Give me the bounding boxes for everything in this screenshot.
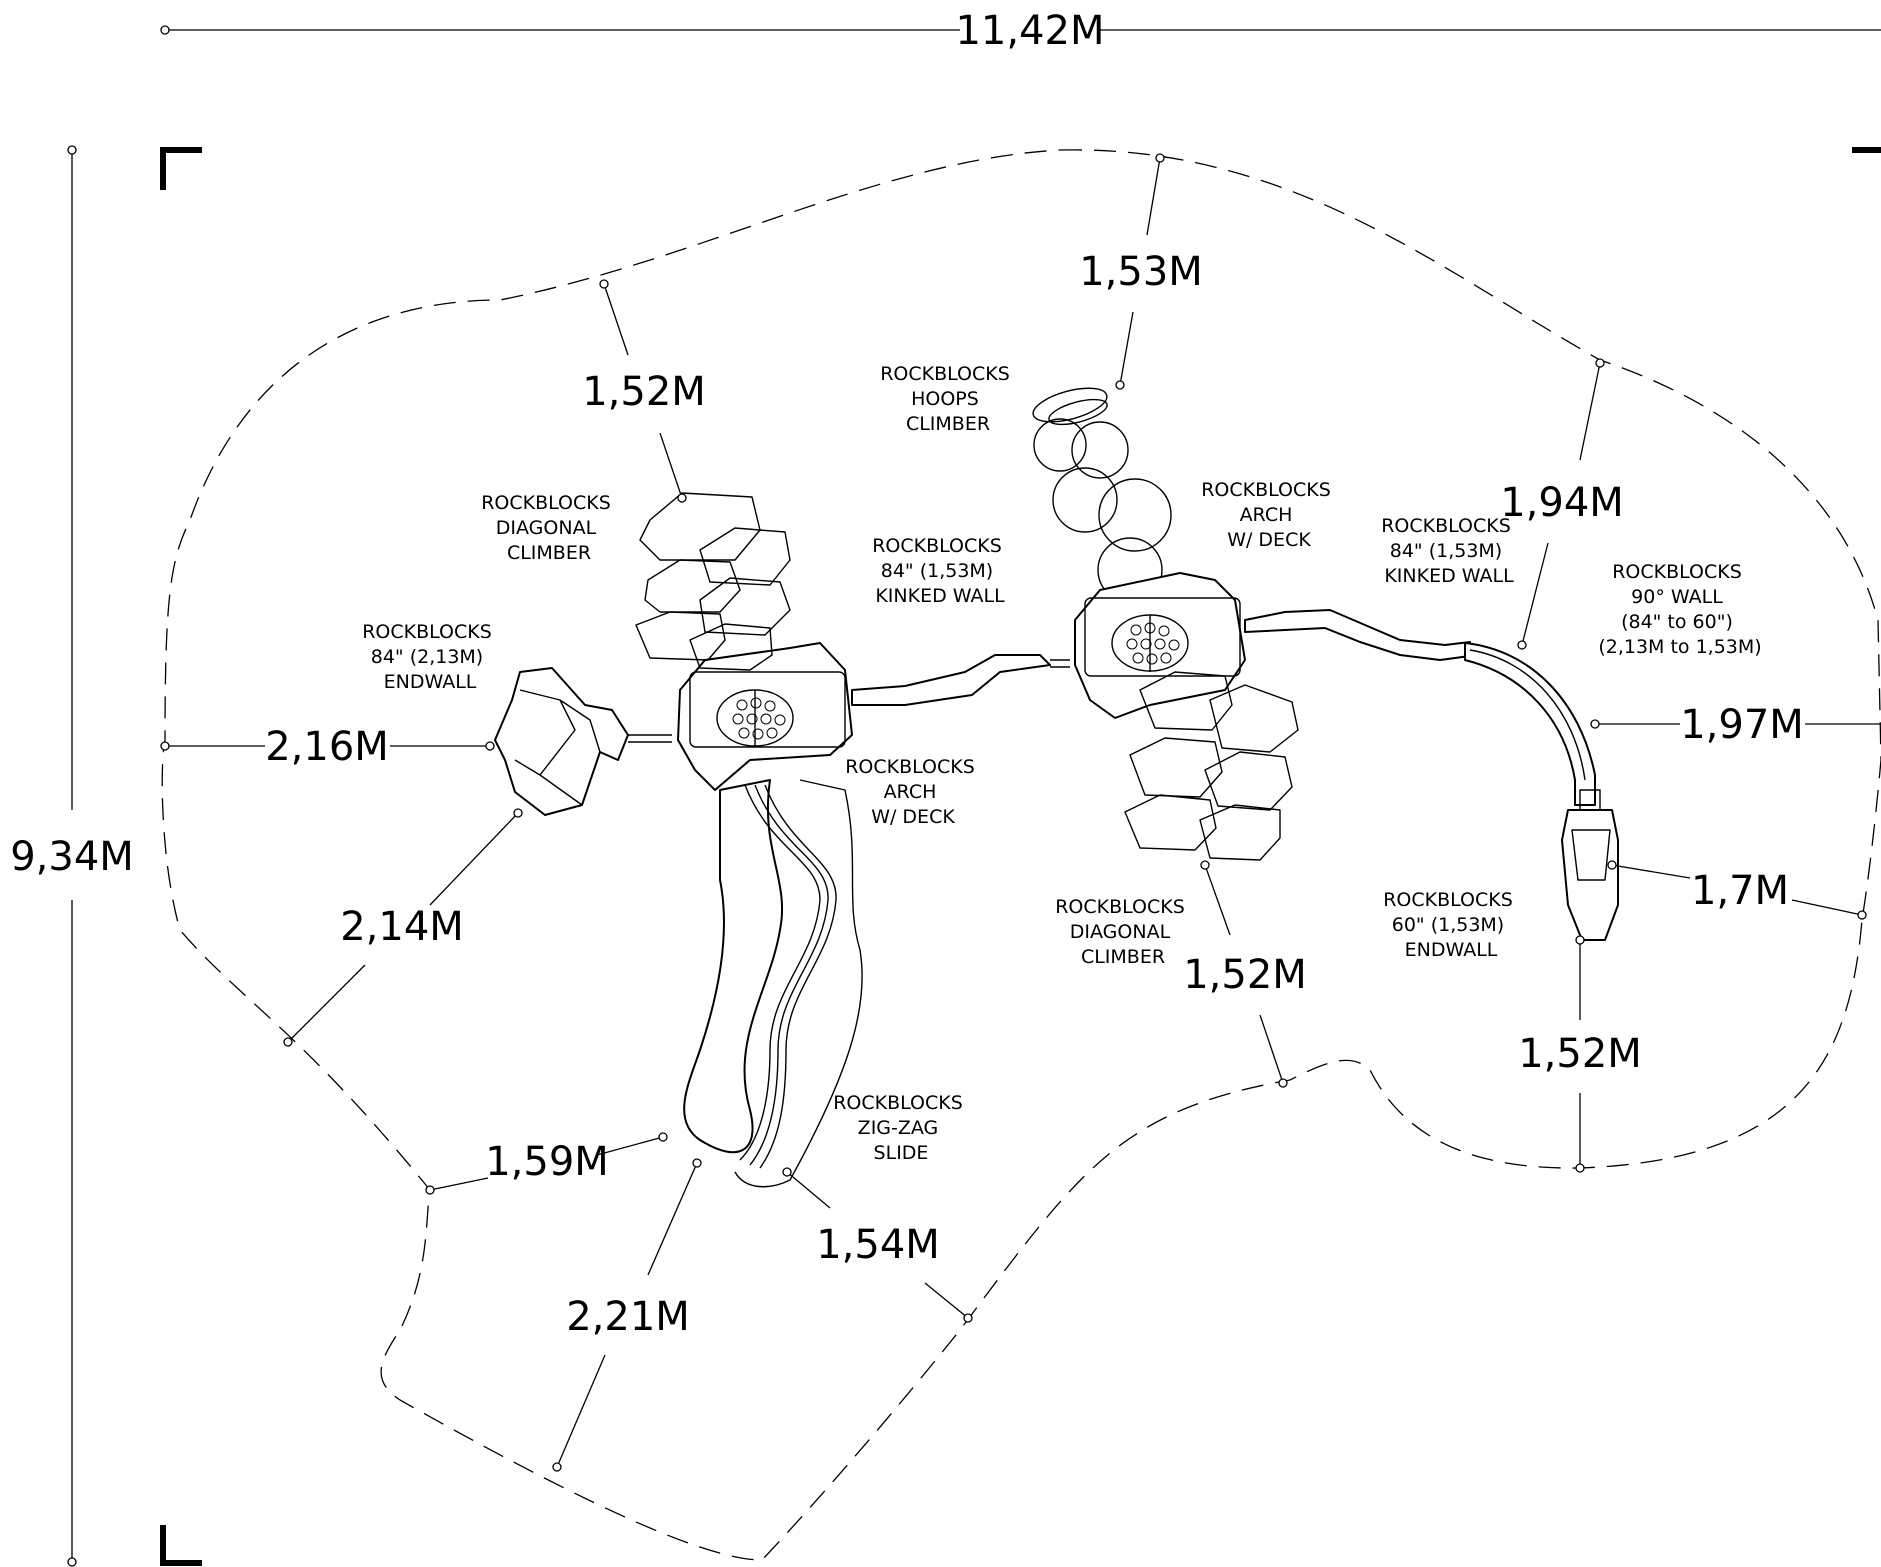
overall-height-dimension: 9,34M bbox=[10, 145, 134, 1567]
dim-right: 1,97M bbox=[1680, 702, 1804, 748]
zigzag-slide-equipment bbox=[683, 779, 863, 1188]
dim-upper-left: 1,52M bbox=[582, 369, 706, 415]
label-endwall-60: ROCKBLOCKS 60" (1,53M) ENDWALL bbox=[1383, 889, 1519, 961]
dim-slide-left: 1,59M bbox=[485, 1139, 609, 1185]
arch-deck-right-equipment bbox=[1074, 572, 1246, 719]
dim-left: 2,16M bbox=[265, 724, 389, 770]
dim-slide-bottom: 2,21M bbox=[566, 1294, 690, 1340]
safety-zone-outline bbox=[161, 149, 1881, 1561]
dim-center-lower: 1,52M bbox=[1183, 952, 1307, 998]
overall-width-label: 11,42M bbox=[955, 8, 1104, 54]
label-zigzag-slide: ROCKBLOCKS ZIG-ZAG SLIDE bbox=[833, 1092, 969, 1164]
hoops-climber-equipment bbox=[1032, 387, 1172, 633]
label-wall-90: ROCKBLOCKS 90° WALL (84" to 60") (2,13M … bbox=[1598, 561, 1761, 658]
dim-right-lower: 1,7M bbox=[1691, 868, 1789, 914]
diagonal-climber-center-equipment bbox=[1124, 671, 1299, 861]
label-endwall-84: ROCKBLOCKS 84" (2,13M) ENDWALL bbox=[362, 621, 498, 693]
label-diagonal-climber-left: ROCKBLOCKS DIAGONAL CLIMBER bbox=[481, 492, 617, 564]
endwall-60-equipment bbox=[1561, 789, 1619, 941]
dimension-labels: 1,53M 1,52M 1,94M 2,16M 2,14M 1,97M 1,7M… bbox=[265, 249, 1804, 1340]
kinked-wall-right-equipment bbox=[1244, 609, 1471, 661]
dim-left-lower: 2,14M bbox=[340, 904, 464, 950]
overall-height-label: 9,34M bbox=[10, 834, 134, 880]
dim-upper-right: 1,94M bbox=[1500, 480, 1624, 526]
overall-width-dimension: 11,42M bbox=[160, 8, 1881, 54]
equipment-labels: ROCKBLOCKS HOOPS CLIMBER ROCKBLOCKS DIAG… bbox=[362, 363, 1762, 1164]
deck-perforation-dots-right bbox=[1126, 622, 1180, 665]
dimension-leaders bbox=[160, 153, 1881, 1472]
label-kinked-wall-right: ROCKBLOCKS 84" (1,53M) KINKED WALL bbox=[1381, 515, 1517, 587]
dim-right-bottom: 1,52M bbox=[1518, 1031, 1642, 1077]
label-arch-deck-left: ROCKBLOCKS ARCH W/ DECK bbox=[845, 756, 981, 828]
dim-top-center: 1,53M bbox=[1079, 249, 1203, 295]
arch-deck-left-equipment bbox=[677, 642, 853, 791]
corner-marks bbox=[160, 147, 1881, 1566]
wall-90-equipment bbox=[1464, 642, 1596, 806]
dim-slide-right: 1,54M bbox=[816, 1222, 940, 1268]
kinked-wall-left-equipment bbox=[851, 654, 1070, 706]
endwall-84-equipment bbox=[494, 667, 672, 816]
deck-perforation-dots bbox=[732, 697, 786, 740]
diagonal-climber-left-equipment bbox=[635, 492, 791, 671]
label-kinked-wall-left: ROCKBLOCKS 84" (1,53M) KINKED WALL bbox=[872, 535, 1008, 607]
label-arch-deck-right: ROCKBLOCKS ARCH W/ DECK bbox=[1201, 479, 1337, 551]
label-diagonal-climber-center: ROCKBLOCKS DIAGONAL CLIMBER bbox=[1055, 896, 1191, 968]
label-hoops-climber: ROCKBLOCKS HOOPS CLIMBER bbox=[880, 363, 1016, 435]
